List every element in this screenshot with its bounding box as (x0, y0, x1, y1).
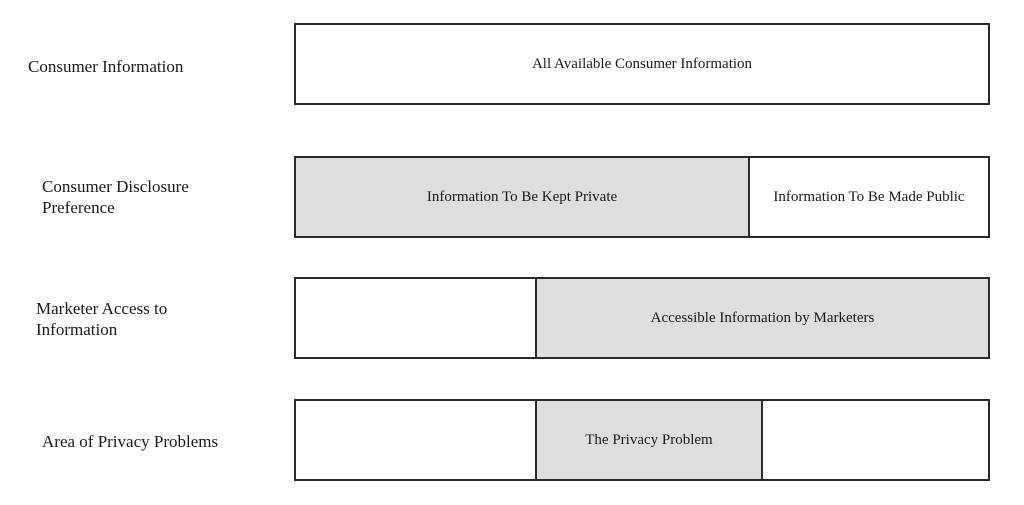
row-label-marketer-access-to-information: Marketer Access to Information (36, 299, 168, 339)
segment-accessible-information-by-marketers: Accessible Information by Marketers (535, 279, 988, 357)
segment-left-empty (296, 401, 535, 479)
segment-the-privacy-problem: The Privacy Problem (535, 401, 761, 479)
segment-all-available-consumer-information: All Available Consumer Information (296, 25, 988, 103)
bar-area-of-privacy-problems: The Privacy Problem (294, 399, 990, 481)
segment-inaccessible-information (296, 279, 535, 357)
segment-information-to-be-kept-private: Information To Be Kept Private (296, 158, 748, 236)
segment-right-empty (761, 401, 988, 479)
bar-marketer-access-to-information: Accessible Information by Marketers (294, 277, 990, 359)
row-label-area-of-privacy-problems: Area of Privacy Problems (42, 432, 219, 451)
row-label-consumer-information: Consumer Information (28, 57, 184, 76)
bar-consumer-information: All Available Consumer Information (294, 23, 990, 105)
bar-consumer-disclosure-preference: Information To Be Kept Private Informati… (294, 156, 990, 238)
row-label-consumer-disclosure-preference: Consumer Disclosure Preference (42, 177, 189, 217)
segment-information-to-be-made-public: Information To Be Made Public (748, 158, 988, 236)
